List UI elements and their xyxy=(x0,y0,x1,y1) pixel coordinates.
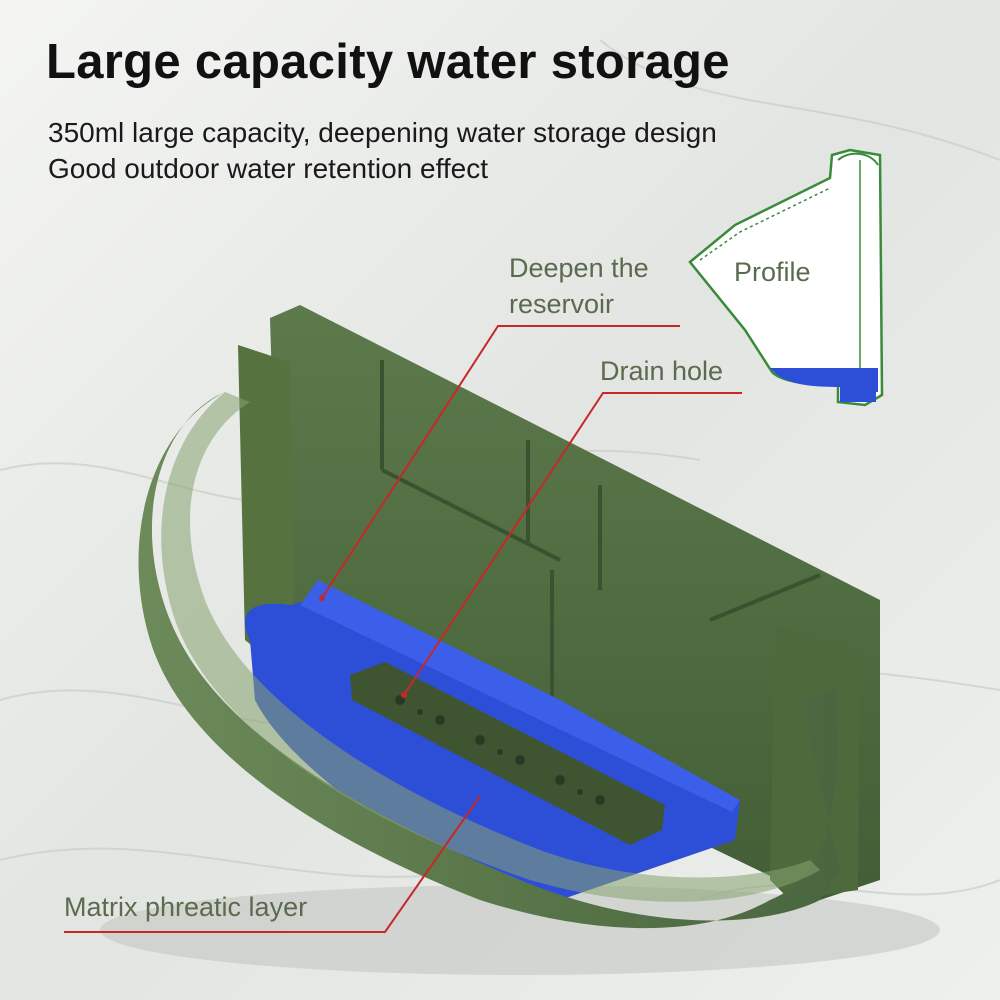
matrix-holes xyxy=(395,695,605,805)
profile-inner-edge xyxy=(699,187,831,261)
callout-matrix-layer: Matrix phreatic layer xyxy=(64,892,308,922)
callout-deepen-line2: reservoir xyxy=(509,289,615,319)
callout-deepen-line1: Deepen the xyxy=(509,253,649,283)
deepen-dot xyxy=(319,595,325,601)
drain-dot xyxy=(401,692,407,698)
leader-deepen xyxy=(321,325,680,599)
profile-hook xyxy=(837,152,879,166)
planter-back-wall xyxy=(270,305,880,900)
callout-deepen-reservoir: Deepen the reservoir xyxy=(509,250,649,322)
planter-front-shell xyxy=(138,392,840,929)
water-surface xyxy=(300,580,740,812)
subtitle-retention: Good outdoor water retention effect xyxy=(48,153,488,184)
leader-drain xyxy=(403,392,742,696)
matrix-grid xyxy=(350,662,665,845)
planter-front-rim xyxy=(161,392,821,902)
subtitle-capacity: 350ml large capacity, deepening water st… xyxy=(48,117,717,148)
leader-lines xyxy=(64,325,742,933)
leader-matrix xyxy=(64,795,481,933)
page-title: Large capacity water storage xyxy=(46,35,730,89)
back-wall-ribs xyxy=(380,360,821,720)
callout-drain-hole: Drain hole xyxy=(600,356,724,386)
planter-left-post xyxy=(238,345,295,662)
callout-profile: Profile xyxy=(734,257,811,287)
profile-diagram xyxy=(688,148,884,407)
shadow xyxy=(100,885,940,975)
profile-water-well xyxy=(840,372,876,402)
